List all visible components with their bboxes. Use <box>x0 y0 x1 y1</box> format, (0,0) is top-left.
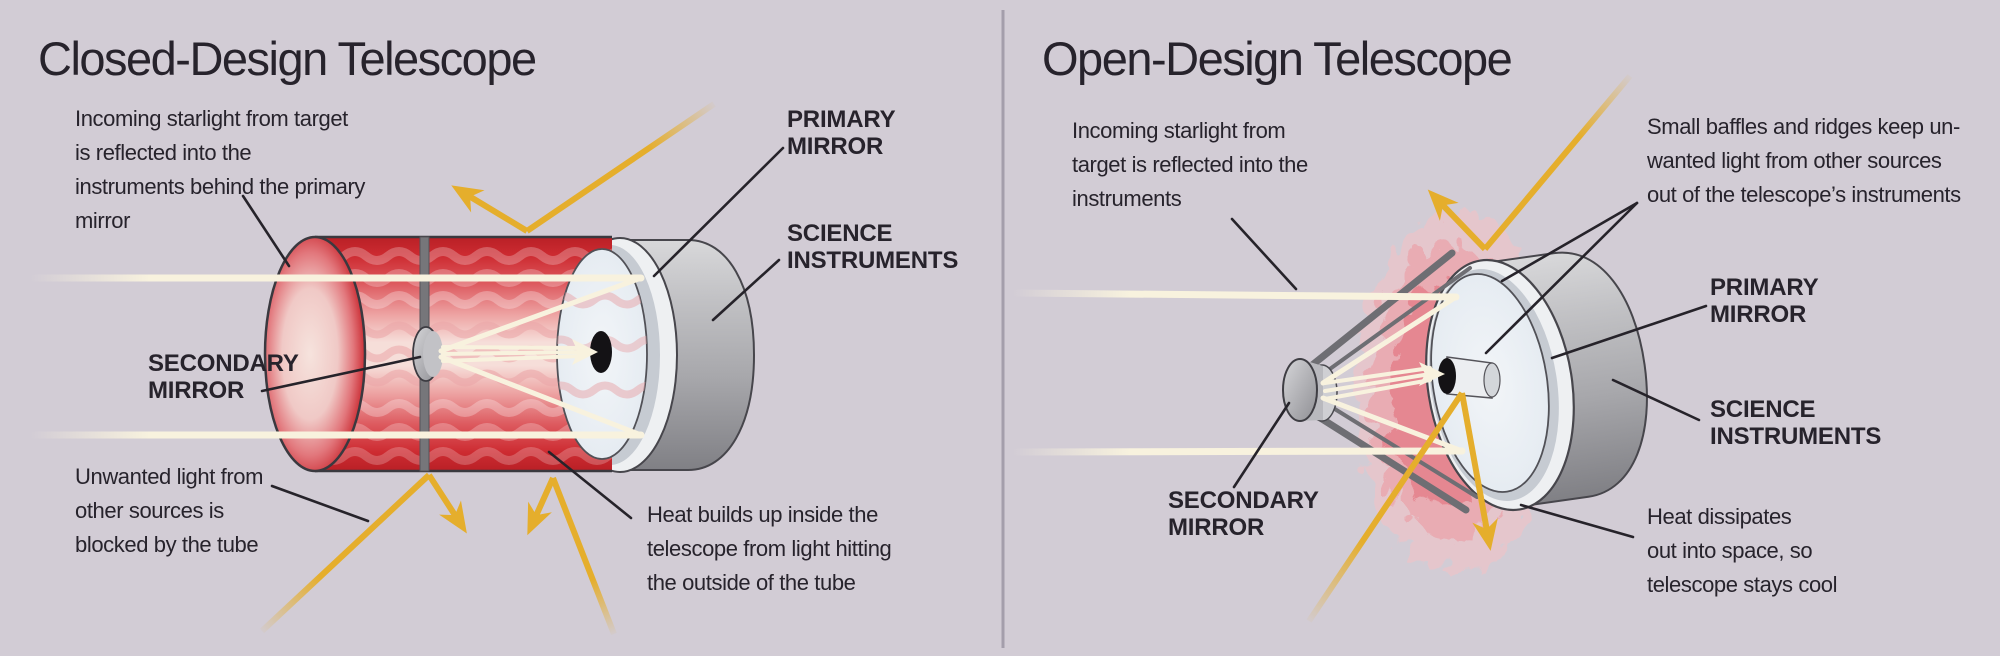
closed-incoming-note: Incoming starlight from target is reflec… <box>75 106 366 233</box>
leader-open-secondary <box>1232 401 1291 489</box>
leader-closed-unwanted <box>270 484 370 523</box>
closed-panel-title: Closed-Design Telescope <box>38 32 537 85</box>
closed-secondary-mirror-side <box>423 331 443 377</box>
closed-unwanted-light-rays <box>259 101 716 636</box>
leader-closed-science <box>711 258 781 322</box>
annotation-leader-lines <box>241 146 1708 539</box>
leader-closed-heat <box>547 450 633 520</box>
closed-light-beams <box>26 274 645 439</box>
open-beam-arrowhead <box>1419 362 1445 386</box>
closed-heat-note: Heat builds up inside the telescope from… <box>647 502 892 595</box>
open-secondary-mirror-label: SECONDARY MIRROR <box>1168 487 1319 541</box>
closed-beam-arrowhead <box>572 339 598 365</box>
open-light-beams <box>1008 289 1466 456</box>
open-telescope-illustration <box>1008 74 1648 623</box>
leader-closed-primary <box>652 146 785 278</box>
closed-primary-mirror-hole <box>590 331 612 373</box>
leader-open-heat <box>1519 503 1635 539</box>
closed-science-instruments-label: SCIENCE INSTRUMENTS <box>787 220 959 274</box>
closed-telescope-illustration <box>26 101 756 636</box>
open-baffle-opening <box>1438 358 1456 394</box>
open-unwanted-light-rays <box>1306 74 1633 623</box>
open-primary-mirror-label: PRIMARY MIRROR <box>1710 274 1819 328</box>
open-struts <box>1307 249 1479 514</box>
closed-secondary-mirror-label: SECONDARY MIRROR <box>148 350 299 404</box>
leader-open-primary <box>1550 304 1708 360</box>
leader-open-science <box>1611 378 1701 422</box>
open-baffle <box>1438 356 1501 399</box>
closed-unwanted-note: Unwanted light from other sources is blo… <box>75 464 264 557</box>
open-heat-note: Heat dissipates out into space, so teles… <box>1647 504 1838 597</box>
leader-open-incoming <box>1230 217 1298 291</box>
open-panel-title: Open-Design Telescope <box>1042 32 1513 85</box>
closed-primary-mirror-label: PRIMARY MIRROR <box>787 106 896 160</box>
open-baffles-note: Small baffles and ridges keep un- wanted… <box>1647 114 1961 207</box>
leader-open-baffles-2 <box>1484 201 1639 355</box>
closed-tube-aperture <box>263 235 367 473</box>
open-incoming-note: Incoming starlight from target is reflec… <box>1072 118 1308 211</box>
open-science-instruments-label: SCIENCE INSTRUMENTS <box>1710 396 1882 450</box>
leader-closed-incoming <box>241 194 291 268</box>
leader-closed-secondary <box>260 355 422 393</box>
leader-open-baffles-1 <box>1500 201 1639 283</box>
